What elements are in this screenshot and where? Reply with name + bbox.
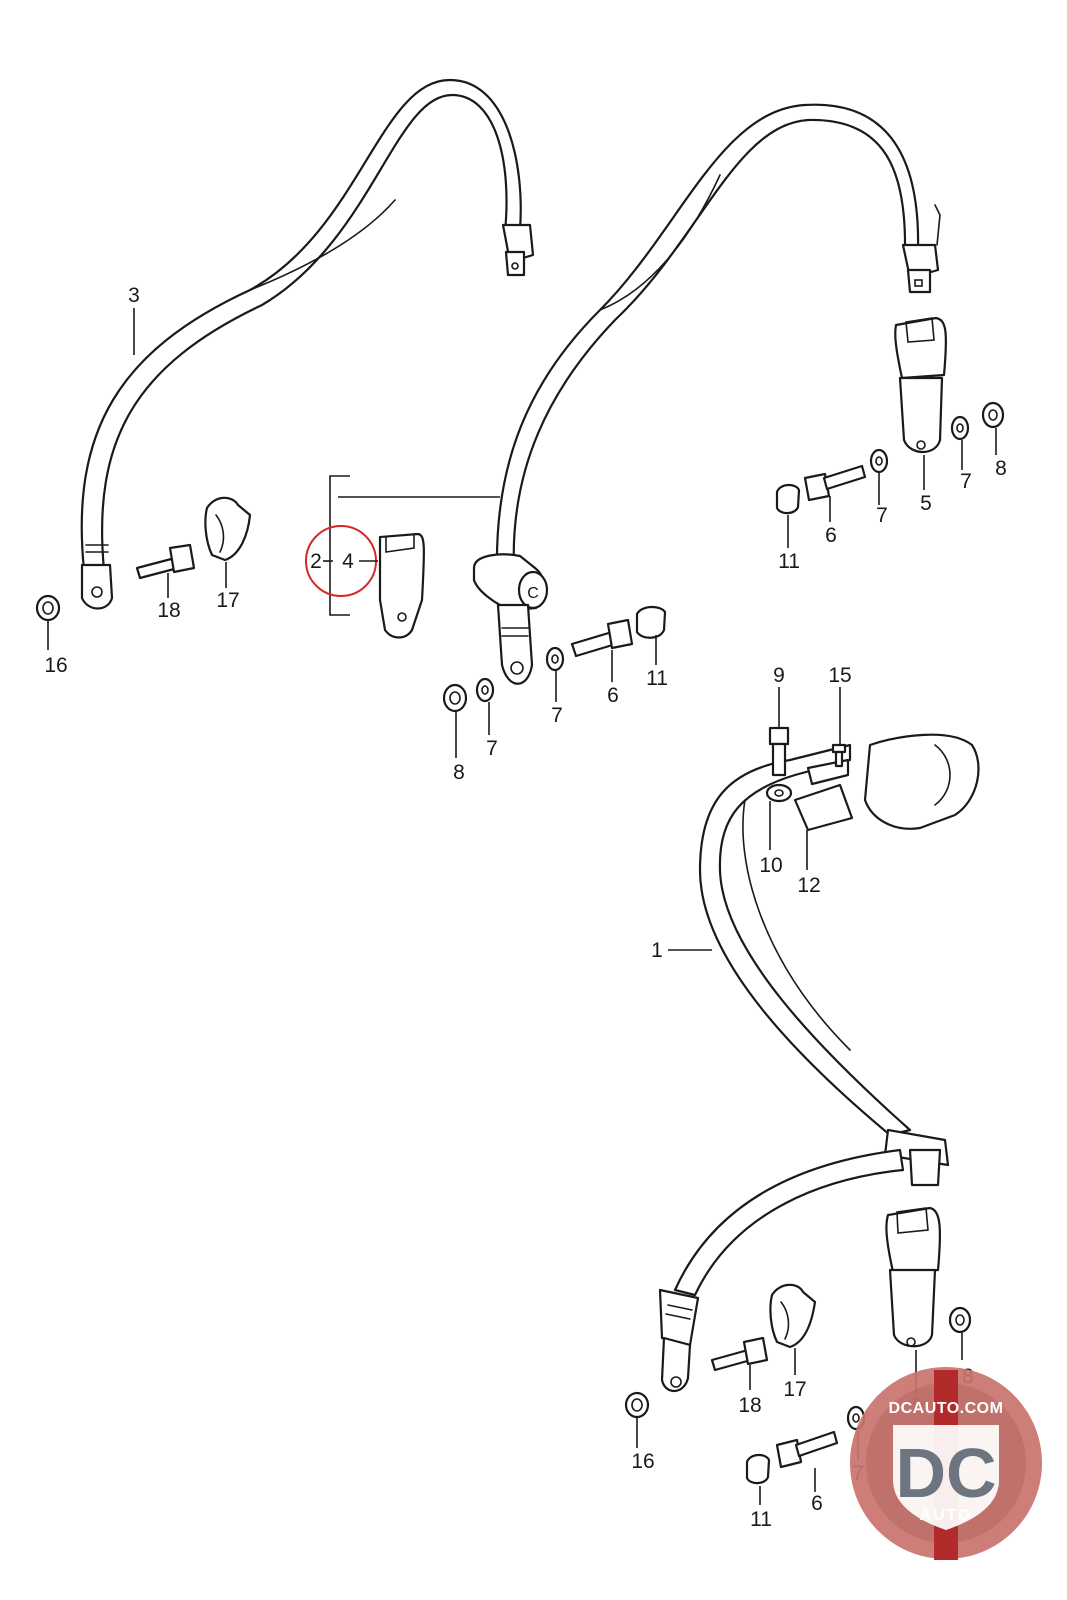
label-part-16: 16 [44, 654, 67, 677]
parts-center-group [442, 605, 667, 713]
label-part-1: 1 [651, 939, 663, 962]
label-part-7: 7 [960, 470, 972, 493]
label-part-8: 8 [995, 457, 1007, 480]
parts-upper-right-group [775, 401, 1005, 515]
svg-text:C: C [527, 585, 539, 602]
label-part-9: 9 [773, 664, 785, 687]
label-part-6: 6 [825, 524, 837, 547]
buckle-lower-right [885, 1206, 942, 1348]
label-part-8: 8 [453, 761, 465, 784]
label-part-7: 7 [486, 737, 498, 760]
parts-left-group [35, 496, 252, 622]
label-part-6: 6 [811, 1492, 823, 1515]
label-part-5: 5 [920, 492, 932, 515]
label-part-12: 12 [797, 874, 820, 897]
label-part-18: 18 [157, 599, 180, 622]
watermark-sub: AUTO [919, 1507, 972, 1524]
label-part-17: 17 [783, 1378, 806, 1401]
dcauto-watermark-logo: DCAUTO.COM DC AUTO [850, 1367, 1042, 1560]
belt-strap-center: C [472, 103, 941, 685]
watermark-mark: DC [895, 1434, 996, 1512]
label-part-11: 11 [778, 550, 800, 573]
parts-lower-group [624, 1283, 972, 1485]
watermark-url: DCAUTO.COM [889, 1400, 1004, 1417]
buckle-upper-right [894, 316, 948, 454]
label-part-11: 11 [646, 667, 668, 690]
label-part-7: 7 [876, 504, 888, 527]
label-part-11: 11 [750, 1508, 772, 1531]
retractor-assembly [765, 726, 980, 832]
belt-strap-right-long [658, 743, 950, 1393]
label-part-6: 6 [607, 684, 619, 707]
label-part-17: 17 [216, 589, 239, 612]
bracket-group-2-4 [305, 475, 500, 639]
label-part-7: 7 [551, 704, 563, 727]
label-part-3: 3 [128, 284, 140, 307]
label-part-2: 2 [310, 550, 322, 573]
label-part-15: 15 [828, 664, 851, 687]
label-part-18: 18 [738, 1394, 761, 1417]
label-part-10: 10 [759, 854, 782, 877]
belt-strap-left [80, 78, 535, 610]
label-part-4: 4 [342, 550, 354, 573]
label-part-16: 16 [631, 1450, 654, 1473]
part-labels: 3 2 4 16 18 17 8 7 7 6 11 11 6 7 5 7 8 9… [44, 284, 1007, 1531]
